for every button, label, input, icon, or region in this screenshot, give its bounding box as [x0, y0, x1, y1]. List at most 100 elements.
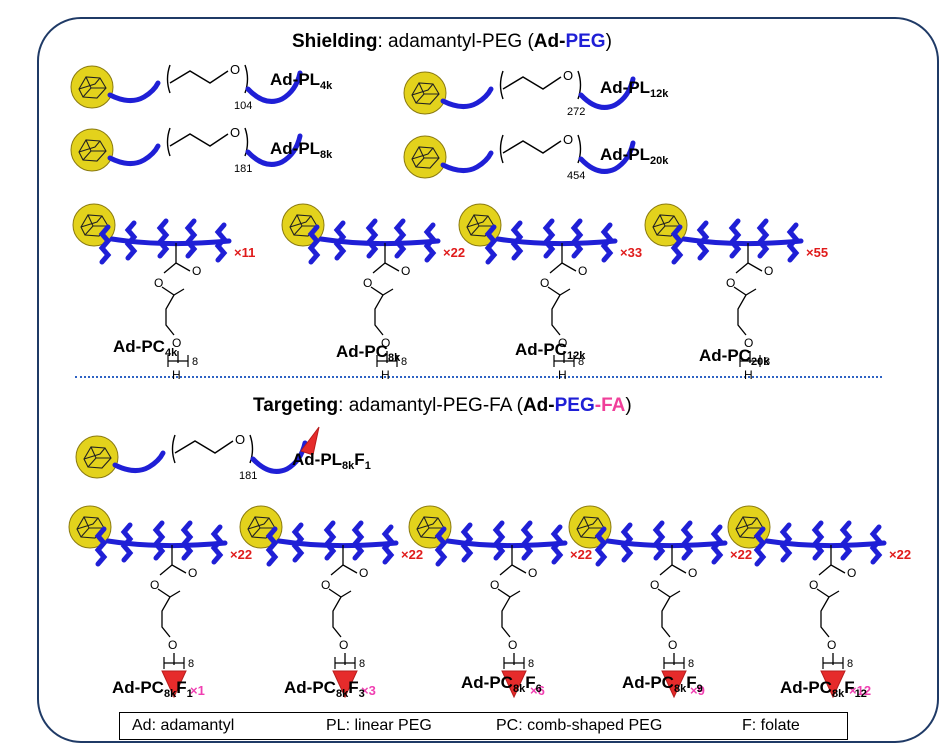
ester-bond — [549, 262, 563, 274]
adamantyl-bead — [75, 435, 119, 479]
legend-item: Ad: adamantyl — [132, 717, 235, 734]
folate-count-label: ×12 — [849, 683, 871, 698]
label-ad-pc-8k-f12: Ad-PC8kF12 — [780, 678, 867, 700]
folate-cone-icon — [820, 670, 846, 699]
multiplier-label: ×22 — [889, 547, 911, 562]
peg-side-chain — [542, 218, 556, 259]
oxygen-atom: O — [563, 132, 573, 147]
label-ad-pc-12k: Ad-PC12k — [515, 340, 586, 362]
peg-side-chain — [152, 520, 166, 561]
adamantyl-bead — [403, 71, 447, 115]
terminal-hydrogen: H — [381, 368, 390, 382]
peg-backbone — [445, 538, 568, 549]
carbonyl-oxygen: O — [528, 566, 537, 580]
peg-backbone — [495, 236, 618, 247]
ester-bond — [372, 262, 386, 274]
oligo-peg-chain — [157, 588, 181, 638]
label-ad-pc-8k-f6: Ad-PC8kF6 — [461, 673, 542, 695]
folate-count-label: ×9 — [690, 683, 705, 698]
repeat-bracket-left — [166, 127, 171, 157]
peg-side-chain — [351, 520, 365, 561]
oxygen-atom: O — [563, 68, 573, 83]
legend-box: Ad: adamantyl PL: linear PEG PC: comb-sh… — [119, 712, 848, 740]
repeat-count: 454 — [567, 170, 585, 182]
ester-bond — [499, 564, 513, 576]
ethylene-oxide-bond — [174, 440, 234, 454]
peg-backbone — [681, 236, 804, 247]
peg-backbone — [109, 236, 232, 247]
multiplier-label: ×55 — [806, 245, 828, 260]
repeat-count: 8 — [688, 658, 694, 670]
ether-oxygen: O — [668, 638, 677, 652]
repeat-bracket-right — [244, 127, 249, 157]
peg-backbone — [276, 538, 399, 549]
shielding-title: Shielding: adamantyl-PEG (Ad-PEG) — [292, 31, 612, 52]
legend-item: PL: linear PEG — [326, 717, 432, 734]
peg-backbone — [605, 538, 728, 549]
repeat-count: 8 — [578, 356, 584, 368]
peg-side-chain — [307, 224, 321, 265]
carbonyl-oxygen: O — [401, 264, 410, 278]
peg-side-chain — [323, 520, 337, 561]
adamantyl-cage-icon — [411, 146, 440, 169]
ethylene-oxide-bond — [502, 76, 562, 90]
peg-segment — [440, 86, 494, 109]
oxygen-atom: O — [235, 432, 245, 447]
oligo-peg-chain — [547, 286, 571, 336]
label-ad-pc-8k-f9: Ad-PC8kF9 — [622, 673, 703, 695]
adamantyl-cage-icon — [411, 82, 440, 105]
label-ad-pl-4k: Ad-PL4k — [270, 70, 333, 92]
peg-side-chain — [680, 520, 694, 561]
carbonyl-oxygen: O — [847, 566, 856, 580]
peg-side-chain — [652, 520, 666, 561]
folate-count-label: ×1 — [190, 683, 205, 698]
repeat-count: 8 — [528, 658, 534, 670]
peg-side-chain — [753, 526, 767, 567]
repeat-bracket — [822, 657, 844, 669]
repeat-bracket-right — [577, 70, 582, 100]
multiplier-label: ×33 — [620, 245, 642, 260]
ether-oxygen: O — [168, 638, 177, 652]
peg-side-chain — [393, 218, 407, 259]
ether-oxygen: O — [172, 336, 181, 350]
ester-oxygen: O — [650, 578, 659, 592]
ether-oxygen: O — [827, 638, 836, 652]
peg-side-chain — [180, 520, 194, 561]
multiplier-label: ×22 — [730, 547, 752, 562]
folate-cone-icon — [332, 670, 358, 699]
repeat-bracket-left — [499, 70, 504, 100]
carbonyl-oxygen: O — [359, 566, 368, 580]
peg-segment — [107, 143, 161, 166]
peg-side-chain — [728, 218, 742, 259]
diagram-frame — [37, 17, 939, 743]
multiplier-label: ×22 — [401, 547, 423, 562]
repeat-count: 8 — [847, 658, 853, 670]
oxygen-atom: O — [230, 125, 240, 140]
peg-side-chain — [492, 520, 506, 561]
repeat-bracket — [163, 657, 185, 669]
adamantyl-bead — [70, 128, 114, 172]
repeat-count: 272 — [567, 106, 585, 118]
label-ad-pl-12k: Ad-PL12k — [600, 78, 669, 100]
repeat-bracket-right — [249, 434, 254, 464]
peg-segment — [440, 150, 494, 173]
peg-side-chain — [811, 520, 825, 561]
carbonyl-oxygen: O — [764, 264, 773, 278]
repeat-bracket-left — [171, 434, 176, 464]
multiplier-label: ×22 — [570, 547, 592, 562]
folate-cone-icon — [300, 426, 320, 456]
repeat-bracket — [503, 657, 525, 669]
carbonyl-oxygen: O — [688, 566, 697, 580]
ester-oxygen: O — [150, 578, 159, 592]
terminal-hydrogen: H — [558, 368, 567, 382]
peg-backbone — [318, 236, 441, 247]
repeat-bracket — [663, 657, 685, 669]
label-ad-pl-20k: Ad-PL20k — [600, 145, 669, 167]
ether-oxygen: O — [744, 336, 753, 350]
ester-oxygen: O — [490, 578, 499, 592]
repeat-bracket — [553, 355, 575, 367]
ester-oxygen: O — [321, 578, 330, 592]
ester-bond — [818, 564, 832, 576]
oligo-peg-chain — [161, 286, 185, 336]
repeat-bracket — [334, 657, 356, 669]
